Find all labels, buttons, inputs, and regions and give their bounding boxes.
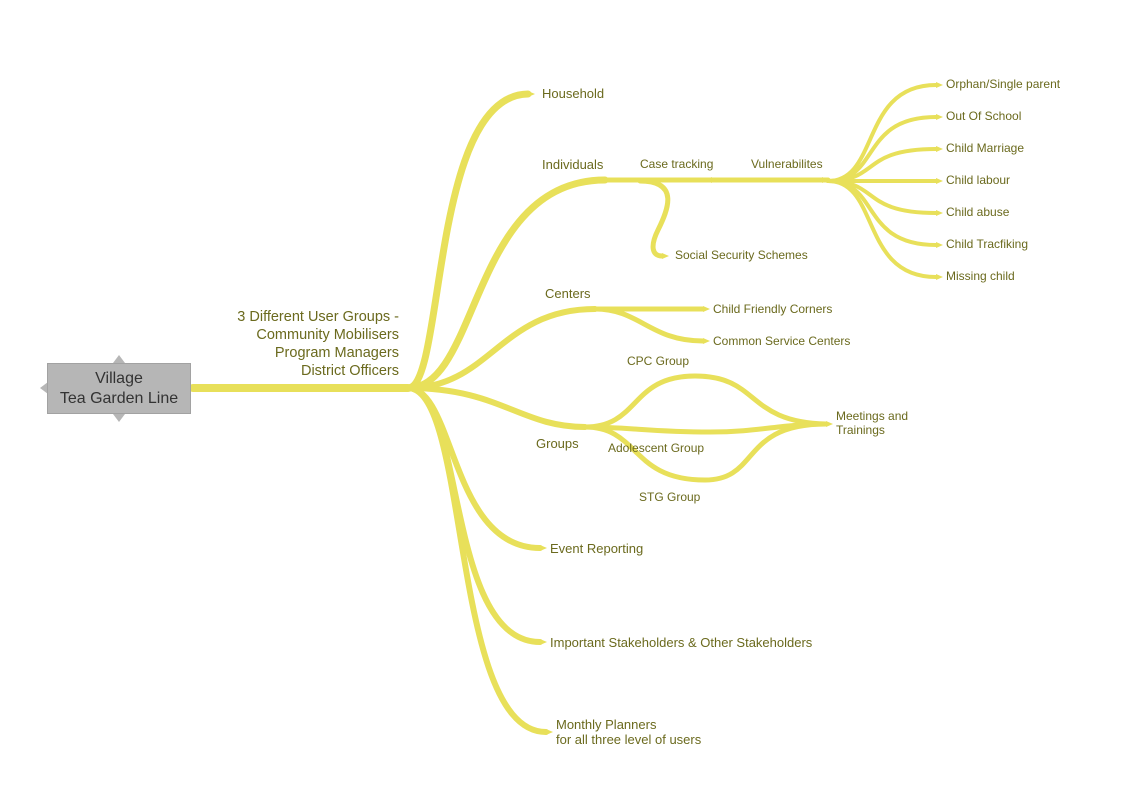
arrow-individuals [605,177,612,183]
root-title-line1: Village [95,369,143,387]
arrow-child-friendly [703,306,710,312]
node-household[interactable]: Household [542,86,605,101]
arrow-household [528,91,535,97]
node-vuln-item[interactable]: Child abuse [946,205,1010,219]
arrow-vuln-item [936,146,943,152]
connector-common-service [592,306,706,344]
connector-monthly-planners [405,385,549,735]
root-box[interactable]: Village Tea Garden Line [47,363,191,414]
user-groups-line2: Community Mobilisers [256,327,399,343]
connector-cpc-meetings [692,373,829,427]
root-collapse-handle-left[interactable] [40,382,48,394]
arrow-stakeholders [540,639,547,645]
arrow-vuln-item [936,82,943,88]
node-vuln-item[interactable]: Orphan/Single parent [946,77,1061,91]
node-vuln-item[interactable]: Child Tracfiking [946,237,1029,251]
node-vuln-item[interactable]: Missing child [946,269,1015,283]
node-event-reporting[interactable]: Event Reporting [550,541,644,556]
arrow-groups [585,424,592,430]
arrow-monthly-planners [546,729,553,735]
connector-stg-meetings [702,421,829,483]
node-meetings-line1: Meetings and [836,409,909,423]
arrow-vuln-item [936,178,943,184]
node-vuln-item[interactable]: Out Of School [946,109,1022,123]
node-adolescent-group[interactable]: Adolescent Group [608,441,705,455]
node-social-security[interactable]: Social Security Schemes [675,248,808,262]
node-cpc-group[interactable]: CPC Group [627,354,690,368]
node-case-tracking[interactable]: Case tracking [640,157,714,171]
arrow-event-reporting [540,545,547,551]
node-common-service[interactable]: Common Service Centers [713,334,851,348]
connector-individuals [404,176,609,392]
node-vulnerabilities[interactable]: Vulnerabilites [751,157,823,171]
arrow-social-security [662,253,669,259]
arrow-vuln-item [936,274,943,280]
arrow-vuln-item [936,114,943,120]
connector-vuln-item [826,83,938,183]
connector-household [404,90,532,392]
connector-cpc-group [582,373,698,430]
node-child-friendly[interactable]: Child Friendly Corners [713,302,833,316]
arrow-meetings [826,421,833,427]
node-vuln-item[interactable]: Child labour [946,173,1011,187]
arrow-case-tracking [711,177,718,183]
root-collapse-handle-bottom[interactable] [113,414,125,422]
root-collapse-handle-top[interactable] [113,355,125,363]
user-groups-line1: 3 Different User Groups - [237,309,399,325]
node-planners-line1: Monthly Planners [556,717,657,732]
node-vuln-item[interactable]: Child Marriage [946,141,1025,155]
node-stakeholders[interactable]: Important Stakeholders & Other Stakehold… [550,635,813,650]
root-title-line2: Tea Garden Line [59,389,179,407]
arrow-vuln-item [936,242,943,248]
node-individuals[interactable]: Individuals [542,157,604,172]
node-stg-group[interactable]: STG Group [639,490,701,504]
user-groups-line4: District Officers [300,363,399,379]
arrow-vulnerabilities [822,177,829,183]
connector-groups [405,385,588,430]
node-centers[interactable]: Centers [545,286,591,301]
connector-stg-group [582,424,708,483]
node-meetings-line2: Trainings [836,423,885,437]
connector-vuln-item [826,179,938,279]
arrow-common-service [703,338,710,344]
arrow-centers [595,306,602,312]
user-groups-line3: Program Managers [274,345,399,361]
connector-centers [405,306,598,391]
arrow-vuln-item [936,210,943,216]
node-groups[interactable]: Groups [536,436,579,451]
node-planners-line2: for all three level of users [556,732,702,747]
connector-social-security [637,178,671,259]
